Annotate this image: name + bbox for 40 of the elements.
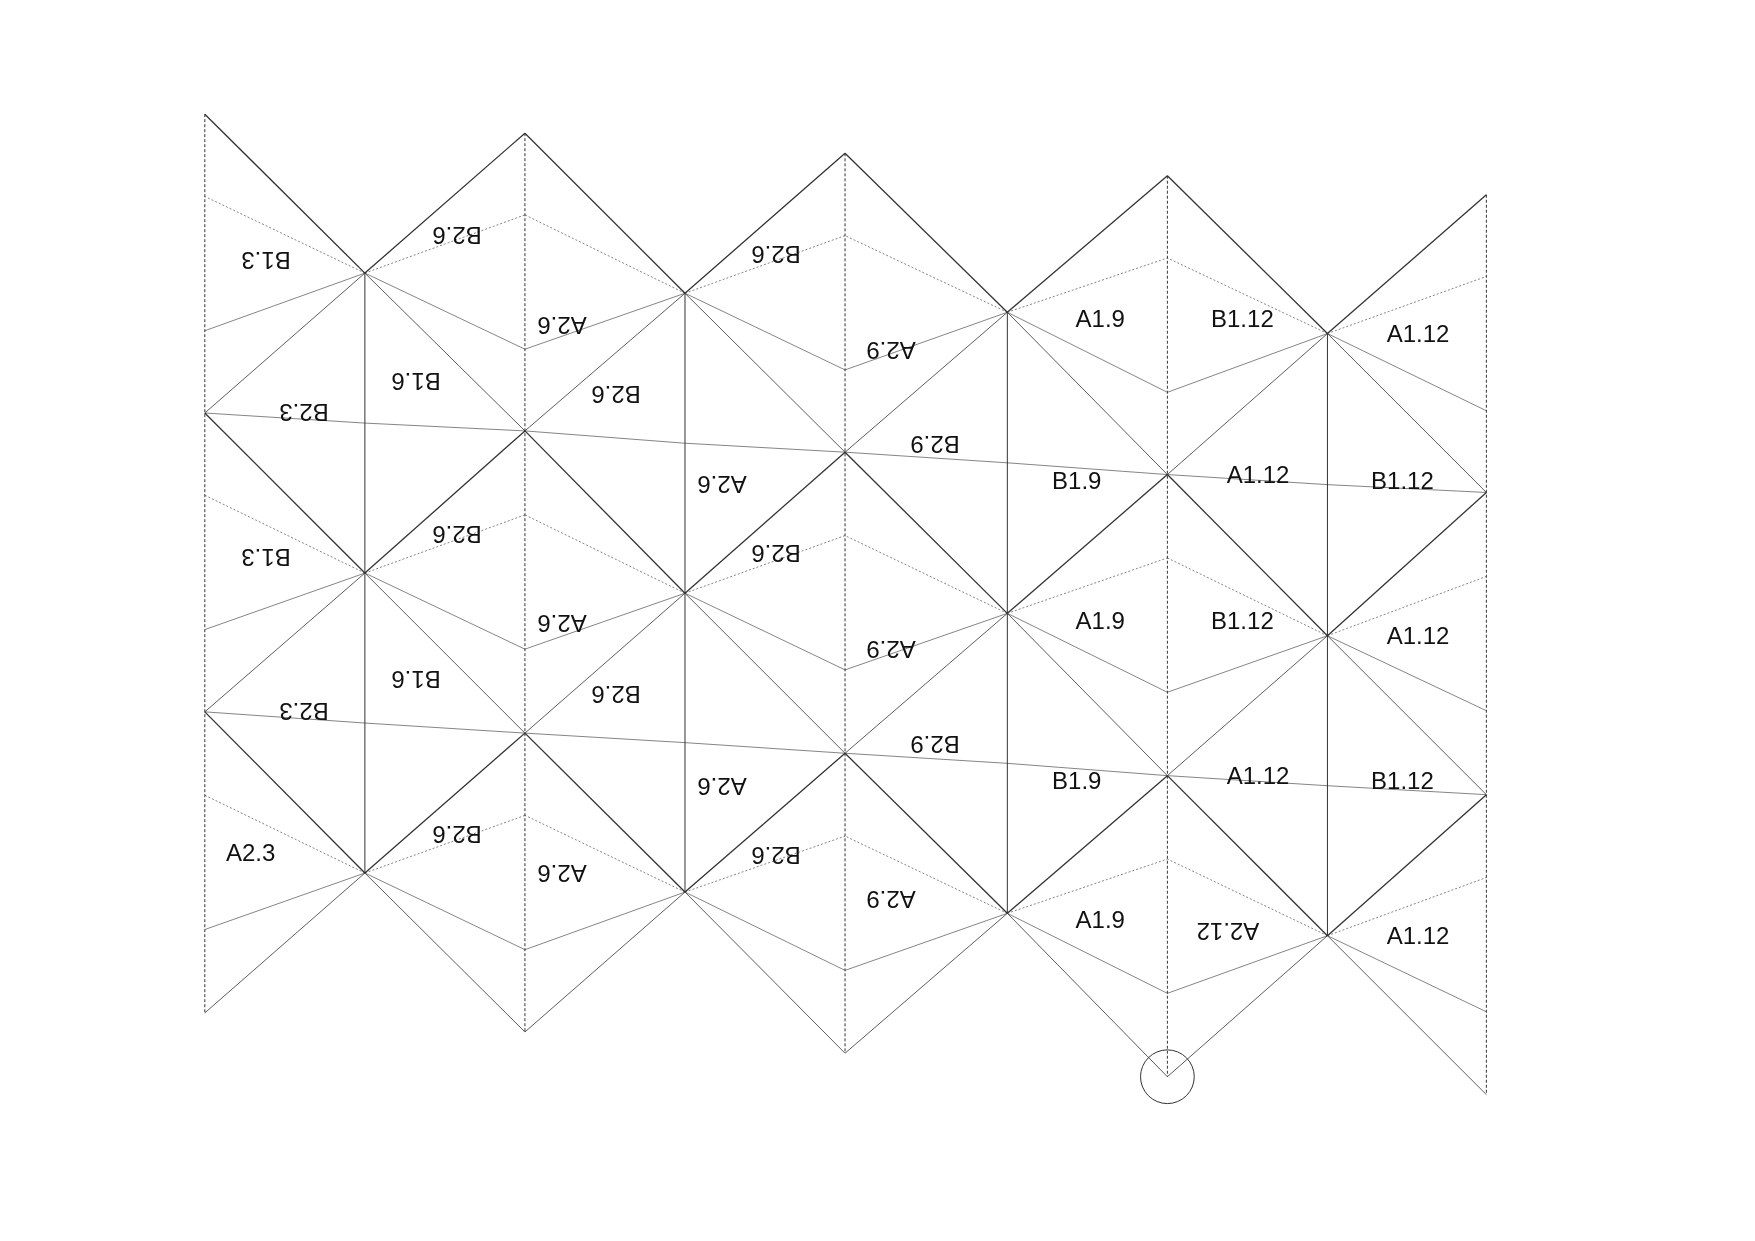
panel-label: B2.9 bbox=[909, 432, 960, 457]
panel-label: B1.6 bbox=[391, 667, 442, 692]
panel-label: B1.6 bbox=[391, 368, 442, 393]
panel-label: A1.12 bbox=[1386, 623, 1450, 648]
panel-label: A2.12 bbox=[1196, 919, 1260, 944]
panel-label: A2.6 bbox=[537, 861, 587, 885]
panel-label: A2.9 bbox=[866, 886, 916, 911]
panel-label: A1.12 bbox=[1226, 763, 1290, 788]
panel-label: A1.12 bbox=[1386, 321, 1450, 346]
panel-label: A1.9 bbox=[1075, 307, 1125, 331]
panel-label: B1.12 bbox=[1211, 307, 1274, 331]
panel-label: A1.9 bbox=[1075, 609, 1125, 634]
panel-label: B2.6 bbox=[590, 381, 641, 406]
panel-label: A2.9 bbox=[866, 338, 916, 363]
panel-label: A1.9 bbox=[1075, 908, 1125, 933]
panel-label: B1.12 bbox=[1371, 769, 1434, 794]
panel-label: B2.6 bbox=[431, 223, 482, 248]
panel-label: A2.6 bbox=[697, 773, 747, 798]
panel-label: B2.6 bbox=[750, 540, 801, 565]
panel-label: B1.3 bbox=[241, 247, 292, 272]
panel-label: B2.3 bbox=[279, 399, 330, 424]
panel-label: B2.6 bbox=[431, 521, 482, 546]
panel-label: B2.6 bbox=[750, 843, 801, 868]
panel-label: B2.6 bbox=[590, 681, 641, 706]
panel-label: A1.12 bbox=[1386, 923, 1450, 948]
panel-label: B1.9 bbox=[1052, 469, 1102, 494]
panel-label: B2.6 bbox=[431, 821, 482, 846]
panel-label: B1.12 bbox=[1211, 609, 1274, 634]
panel-label: A2.3 bbox=[226, 840, 276, 865]
panel-label: A2.9 bbox=[866, 637, 916, 662]
panel-label: A2.6 bbox=[537, 312, 587, 337]
panel-label: B2.9 bbox=[909, 732, 960, 757]
panel-label: B2.3 bbox=[279, 698, 330, 723]
panel-label: A1.12 bbox=[1226, 462, 1290, 487]
panel-label: B1.3 bbox=[241, 545, 292, 570]
panel-label: B2.6 bbox=[750, 242, 801, 267]
panel-label: B1.12 bbox=[1371, 469, 1434, 494]
panel-label: A2.6 bbox=[697, 471, 747, 496]
panel-label: A2.6 bbox=[537, 611, 587, 636]
panel-label: B1.9 bbox=[1052, 769, 1102, 794]
